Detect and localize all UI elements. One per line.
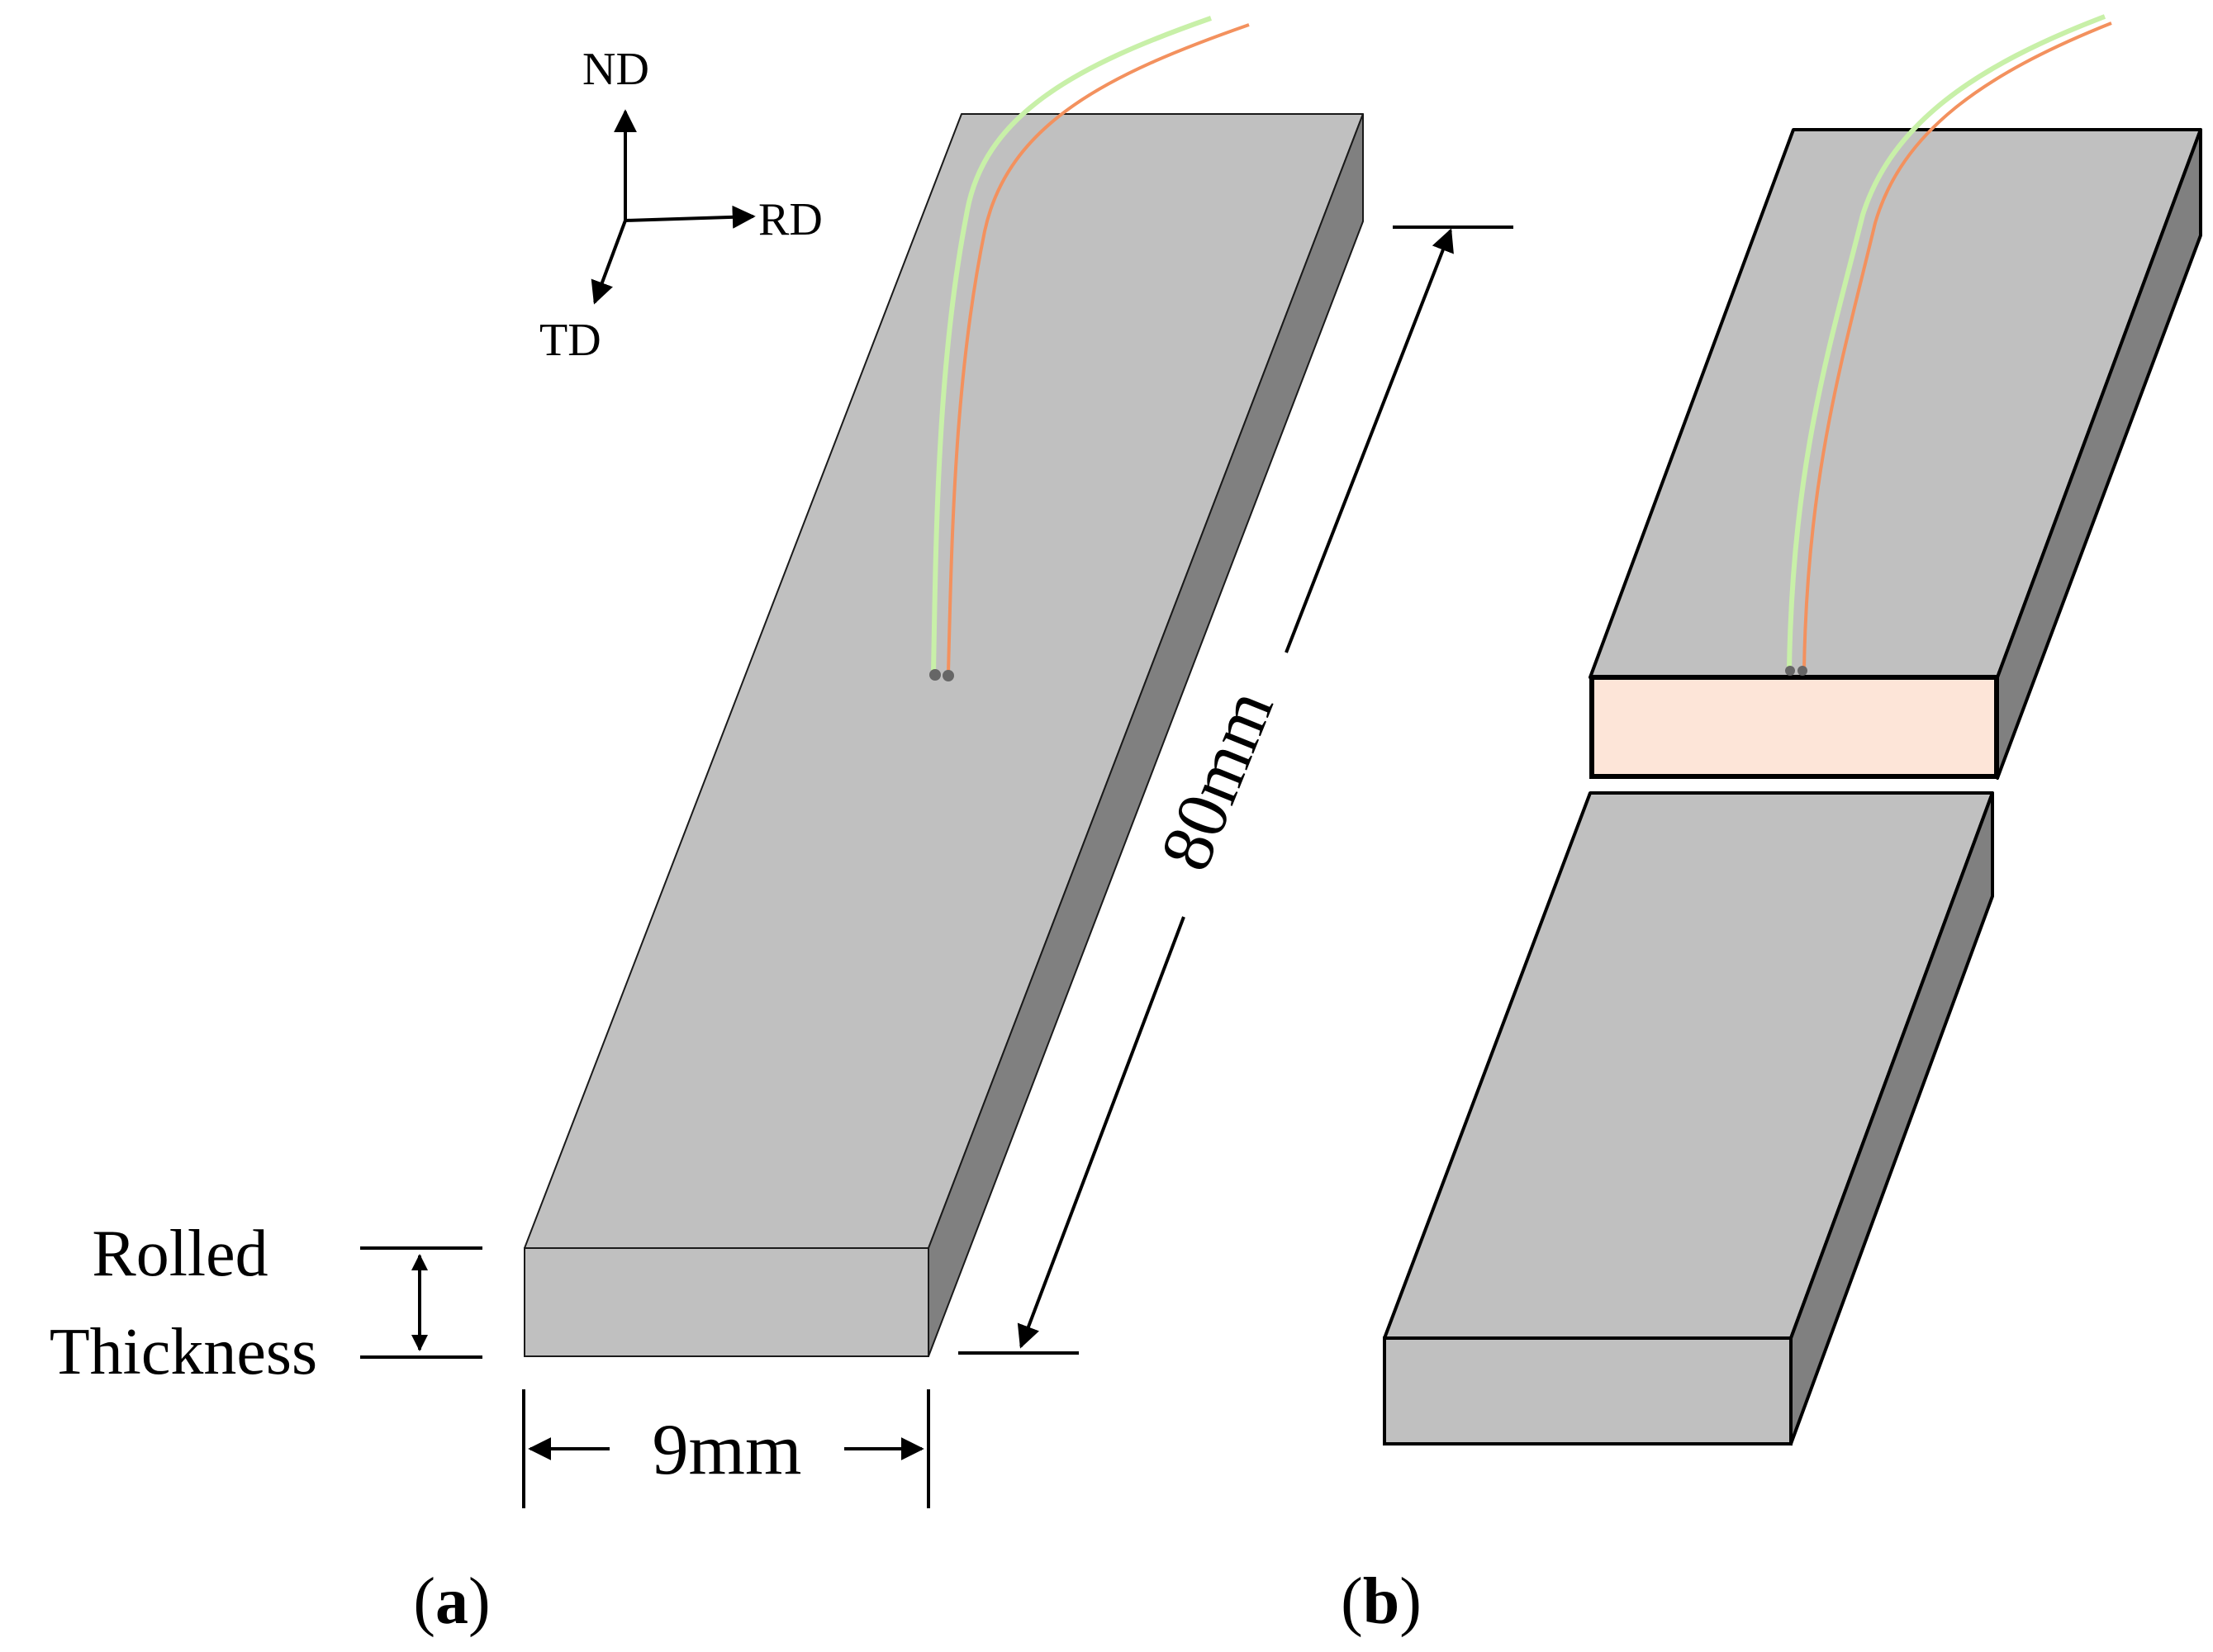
coordinate-axes: ND RD TD [539, 44, 823, 366]
specimen-a [524, 16, 1364, 1357]
thickness-dimension: Rolled Thickness [50, 1218, 482, 1389]
fracture-section-face [1589, 675, 1999, 779]
specimen-b-lower [1383, 791, 1994, 1446]
wire-tip [943, 670, 954, 681]
specimen-b-wire [1785, 14, 2112, 676]
specimen-a-front-face [524, 1247, 929, 1357]
panel-label-a: (a) [413, 1565, 490, 1638]
wire-tip [929, 669, 941, 681]
specimen-b-lower-front-face [1383, 1336, 1793, 1446]
td-label: TD [539, 315, 601, 366]
thickness-label-line1: Rolled [92, 1218, 268, 1290]
panel-label-b: (b) [1341, 1565, 1422, 1638]
rd-label: RD [758, 194, 823, 245]
length-arrow-lower [1017, 916, 1185, 1349]
length-arrow-upper [1285, 228, 1454, 653]
width-label: 9mm [653, 1410, 802, 1490]
thickness-label-line2: Thickness [50, 1316, 317, 1389]
td-axis-arrow [591, 220, 627, 305]
specimen-a-wire [929, 16, 1250, 681]
wire-tip [1797, 666, 1807, 676]
wire-tip [1785, 666, 1795, 676]
width-dimension: 9mm [522, 1389, 930, 1508]
nd-label: ND [582, 44, 649, 95]
specimen-b-upper [1589, 14, 2202, 780]
specimen-a-top-face [524, 113, 1364, 1249]
rd-axis-arrow [624, 205, 756, 229]
